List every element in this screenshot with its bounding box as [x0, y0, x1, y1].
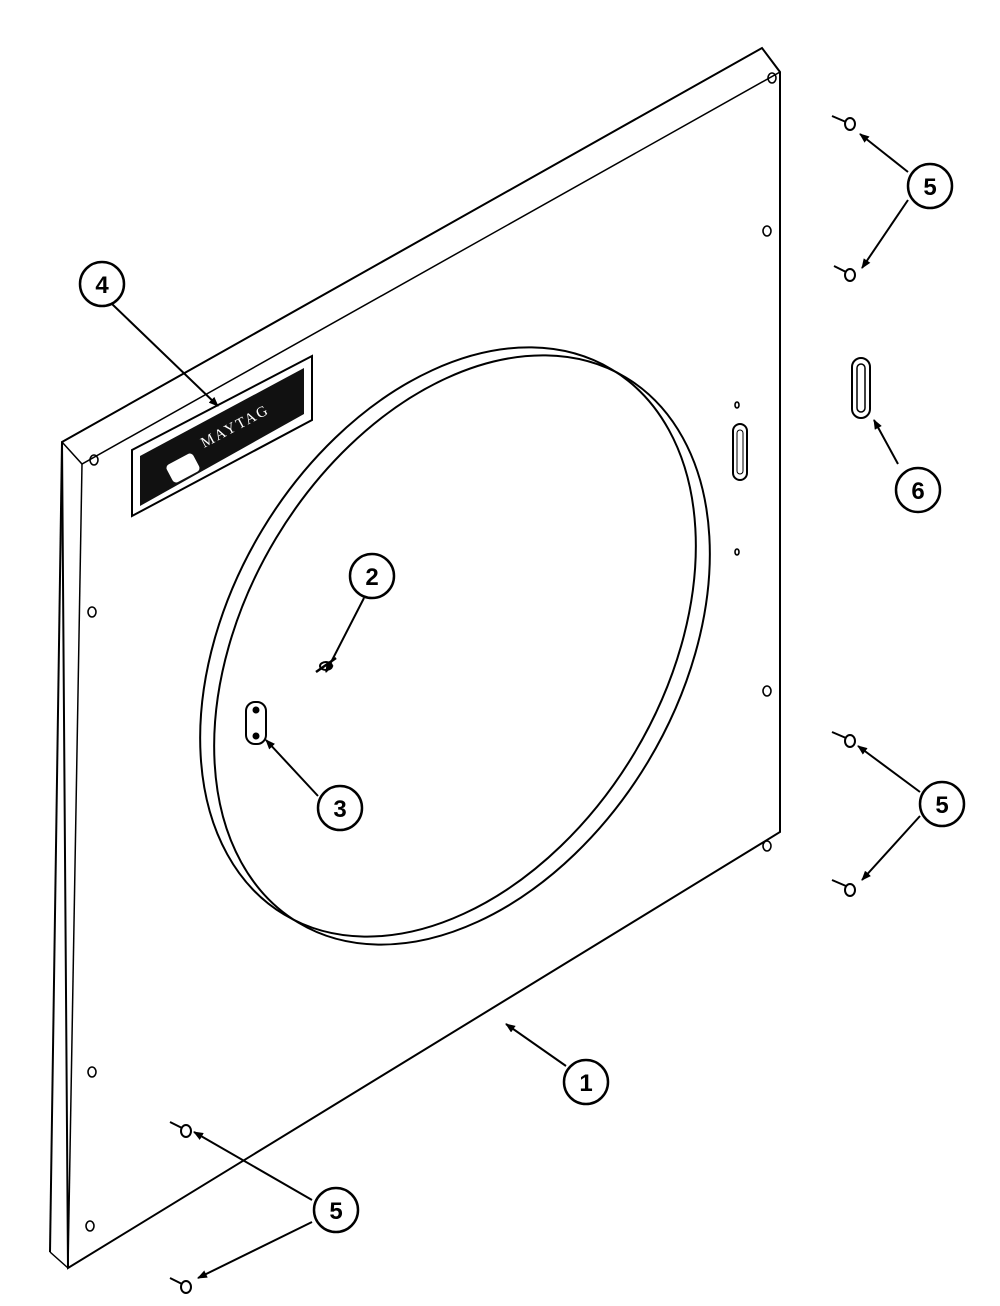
callout-5-bottom-label: 5 — [329, 1198, 342, 1225]
screw-icon — [833, 265, 856, 282]
panel-left-edge — [49, 441, 63, 1253]
panel-hole — [762, 225, 772, 237]
callout-6-label: 6 — [911, 478, 924, 505]
leader-arrows — [111, 133, 921, 1279]
screws — [169, 115, 856, 1294]
leader-arrow-5b-lower — [861, 815, 921, 881]
part-6-grommet — [851, 357, 871, 419]
panel-hole — [89, 454, 99, 466]
panel-hole — [762, 685, 772, 697]
callout-3: 3 — [316, 784, 364, 832]
leader-arrow-2 — [325, 597, 365, 673]
callouts: 1 2 3 4 5 5 5 6 — [78, 162, 966, 1234]
nameplate-frame — [131, 354, 313, 518]
panel-top-edge — [61, 47, 782, 465]
callout-5-top: 5 — [906, 162, 954, 210]
panel-holes — [85, 72, 777, 1232]
callout-3-label: 3 — [333, 796, 346, 823]
callout-5-top-label: 5 — [923, 174, 936, 201]
panel-handle-slot — [732, 423, 748, 481]
screw-icon — [831, 731, 856, 748]
panel-hole — [87, 1066, 97, 1078]
leader-arrow-5b-upper — [857, 745, 921, 793]
panel-hole — [734, 401, 740, 409]
callout-4: 4 — [78, 260, 126, 308]
screw-icon — [831, 115, 856, 131]
leader-arrow-6 — [873, 419, 899, 465]
callout-6: 6 — [894, 466, 942, 514]
leader-arrow-5c-lower — [197, 1221, 313, 1279]
callout-2-label: 2 — [365, 564, 378, 591]
leader-arrow-5c-upper — [193, 1131, 313, 1201]
leader-arrow-5a-upper — [859, 133, 909, 173]
panel-hole — [87, 606, 97, 618]
panel-hole — [762, 840, 772, 852]
screw-icon — [169, 1277, 192, 1294]
maytag-logo-icon — [166, 453, 200, 483]
front-panel — [49, 46, 782, 1270]
callout-5-middle: 5 — [918, 780, 966, 828]
door-opening — [199, 346, 711, 946]
door-opening-rim — [213, 354, 711, 946]
callout-4-label: 4 — [95, 272, 109, 299]
panel-hole — [85, 1220, 95, 1232]
part-3-strike — [245, 701, 267, 745]
panel-hole — [767, 72, 777, 84]
callout-1: 1 — [562, 1058, 610, 1106]
screw-icon — [169, 1121, 192, 1138]
panel-bottom-edge — [49, 1251, 69, 1269]
leader-arrow-3 — [265, 739, 319, 797]
leader-arrow-5a-lower — [861, 199, 909, 269]
screw-icon — [831, 879, 856, 897]
panel-front-face — [60, 46, 781, 1270]
callout-5-middle-label: 5 — [935, 792, 948, 819]
door-opening-edge — [199, 346, 697, 938]
panel-hole — [734, 548, 740, 556]
leader-arrow-1 — [505, 1023, 567, 1067]
callout-2: 2 — [348, 552, 396, 600]
callout-1-label: 1 — [579, 1070, 592, 1097]
leader-arrow-4 — [111, 303, 219, 407]
panel-left-inner-edge — [67, 463, 83, 1269]
callout-5-bottom: 5 — [312, 1186, 360, 1234]
nameplate: MAYTAG — [131, 354, 313, 518]
panel-handle-slot-inner — [736, 429, 744, 475]
